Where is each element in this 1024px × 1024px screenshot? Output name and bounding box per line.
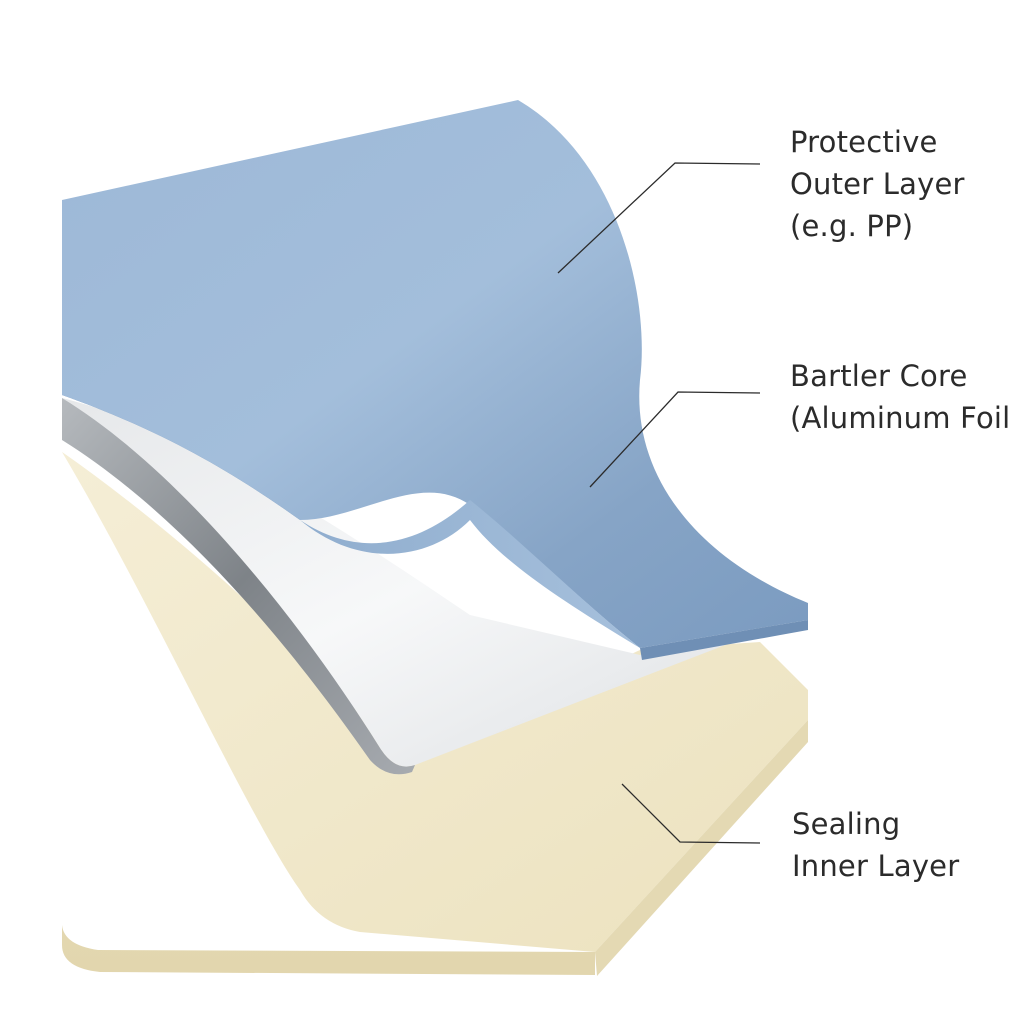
leader-line-barrier-core [589, 391, 761, 488]
inner-layer-front-edge [595, 720, 808, 976]
label-outer-line2: Outer Layer [790, 167, 965, 201]
sealing-inner-layer [62, 452, 808, 976]
outer-layer-face [62, 100, 808, 648]
leader-lines [557, 162, 761, 844]
label-outer-line3: (e.g. PP) [790, 209, 914, 243]
label-barrier-core: Bartler Core (Aluminum Foil [790, 355, 1010, 439]
label-inner-line1: Sealing [792, 807, 901, 841]
foil-top-face [62, 398, 790, 767]
leader-line-outer-layer [557, 162, 761, 274]
foil-curved-edge [62, 395, 415, 775]
label-sealing-inner-layer: Sealing Inner Layer [792, 803, 959, 887]
label-outer-line1: Protective [790, 125, 938, 159]
label-inner-line2: Inner Layer [792, 849, 960, 883]
label-protective-outer-layer: Protective Outer Layer (e.g. PP) [790, 121, 965, 247]
protective-outer-layer [62, 100, 808, 660]
label-core-line2: (Aluminum Foil [790, 401, 1011, 435]
outer-layer-front-edge [640, 620, 808, 660]
barrier-core-foil [62, 395, 790, 775]
inner-layer-top-face [62, 452, 808, 952]
leader-line-inner-layer [621, 783, 761, 844]
label-core-line1: Bartler Core [790, 359, 968, 393]
